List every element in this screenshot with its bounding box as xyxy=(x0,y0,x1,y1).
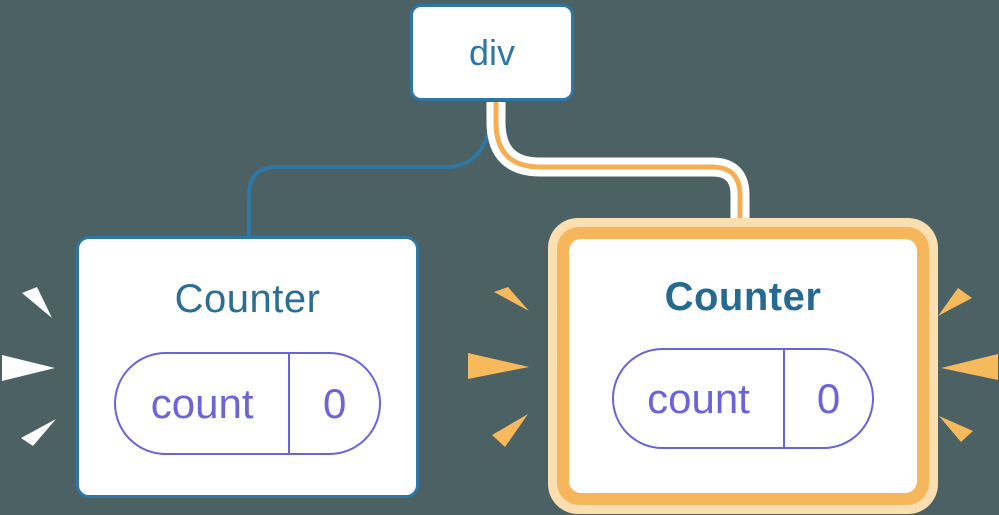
state-value-left: 0 xyxy=(322,379,347,427)
burst-orange-middle-icon xyxy=(468,287,529,447)
counter-card-right: Counter count 0 xyxy=(569,239,917,493)
root-node-div: div xyxy=(410,4,574,101)
counter-card-right-border: Counter count 0 xyxy=(557,227,929,505)
connector-orange-to-right-counter xyxy=(493,102,743,234)
counter-title-left: Counter xyxy=(174,277,321,321)
burst-middle-top xyxy=(494,287,529,311)
connector-blue-to-left-counter xyxy=(247,101,494,237)
counter-title-right: Counter xyxy=(664,275,822,319)
state-key-right: count xyxy=(614,350,785,447)
state-value-right: 0 xyxy=(816,374,841,422)
root-node-label: div xyxy=(468,31,516,73)
state-pill-left: count 0 xyxy=(114,352,381,455)
burst-orange-right-icon xyxy=(938,288,998,442)
connector-casing-to-right-counter xyxy=(486,102,750,221)
burst-right-bottom xyxy=(939,416,973,442)
burst-middle-bottom xyxy=(492,414,528,447)
burst-left-middle xyxy=(2,355,55,381)
burst-white-left-icon xyxy=(2,287,56,446)
burst-right-middle xyxy=(941,354,998,380)
burst-left-bottom xyxy=(21,419,56,446)
burst-middle-center xyxy=(468,353,529,379)
burst-right-top xyxy=(938,288,972,316)
counter-card-right-highlight-ring: Counter count 0 xyxy=(548,218,938,514)
state-pill-right: count 0 xyxy=(612,348,874,449)
counter-card-left: Counter count 0 xyxy=(76,236,419,498)
burst-left-top xyxy=(22,287,52,318)
state-key-left: count xyxy=(116,354,291,453)
